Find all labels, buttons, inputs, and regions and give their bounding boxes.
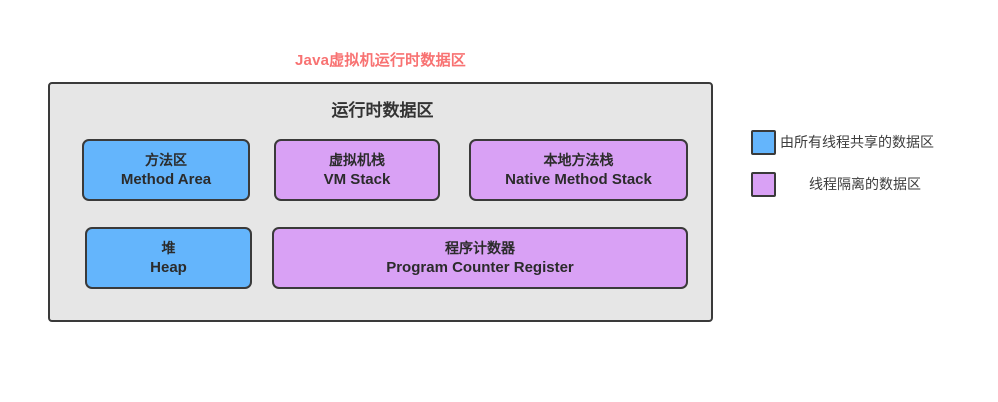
region-box-native-method-stack: 本地方法栈 Native Method Stack [469, 139, 688, 201]
diagram-title: Java虚拟机运行时数据区 [295, 52, 466, 69]
region-box-vm-stack: 虚拟机栈 VM Stack [274, 139, 440, 201]
legend-swatch-shared-icon [751, 129, 776, 155]
legend-label-shared: 由所有线程共享的数据区 [780, 134, 934, 150]
region-label-en: Native Method Stack [505, 171, 652, 188]
region-label-en: Program Counter Register [386, 259, 574, 276]
region-label-en: VM Stack [323, 171, 391, 188]
region-label-zh: 方法区 [145, 152, 187, 168]
region-box-heap: 堆 Heap [85, 227, 252, 289]
legend-swatch-isolated-icon [751, 171, 776, 197]
region-label-zh: 虚拟机栈 [329, 152, 385, 168]
runtime-data-area-heading: 运行时数据区 [331, 101, 434, 120]
region-box-program-counter-register: 程序计数器 Program Counter Register [272, 227, 688, 289]
legend-item-isolated: 线程隔离的数据区 [751, 171, 921, 197]
runtime-data-area-container: 运行时数据区 方法区 Method Area 虚拟机栈 VM Stack 本地方… [48, 82, 713, 322]
region-label-en: Heap [150, 259, 187, 276]
region-label-zh: 程序计数器 [445, 240, 515, 256]
legend-label-isolated: 线程隔离的数据区 [809, 176, 921, 192]
region-box-method-area: 方法区 Method Area [82, 139, 250, 201]
legend-item-shared: 由所有线程共享的数据区 [751, 129, 934, 155]
region-label-en: Method Area [120, 171, 212, 188]
region-label-zh: 堆 [161, 240, 176, 256]
region-label-zh: 本地方法栈 [543, 152, 614, 168]
